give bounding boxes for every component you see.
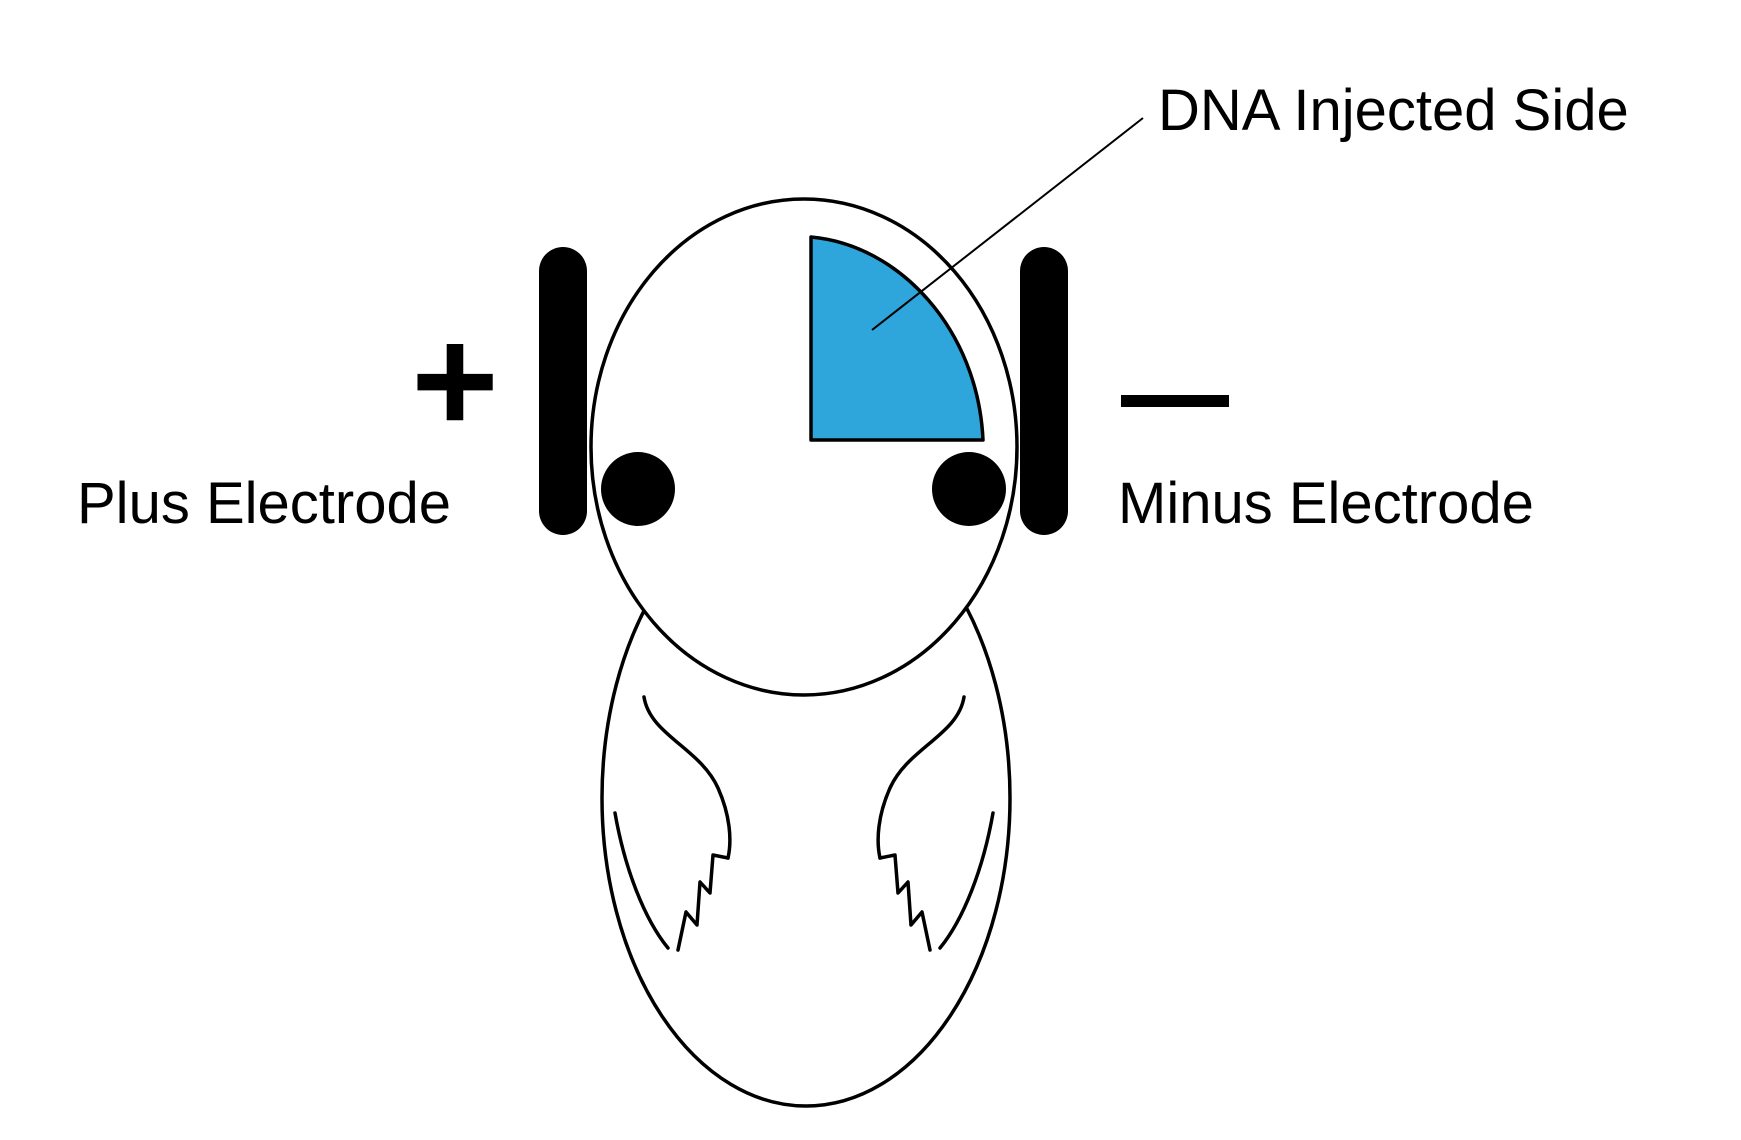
minus-electrode-bar: [1020, 247, 1068, 535]
minus-sign: [1121, 395, 1229, 407]
right-eye: [932, 452, 1006, 526]
injected-leader-line: [871, 117, 1144, 331]
left-gill: [613, 695, 732, 952]
dna-injected-region: [809, 235, 985, 442]
minus-electrode-label: Minus Electrode: [1118, 471, 1534, 536]
plus-electrode-bar: [539, 247, 587, 535]
plus-sign: +: [411, 296, 499, 464]
embryo-head: [589, 197, 1019, 697]
left-eye: [601, 452, 675, 526]
injected-side-label: DNA Injected Side: [1158, 78, 1629, 143]
right-gill: [876, 695, 995, 952]
plus-electrode-label: Plus Electrode: [77, 471, 451, 536]
